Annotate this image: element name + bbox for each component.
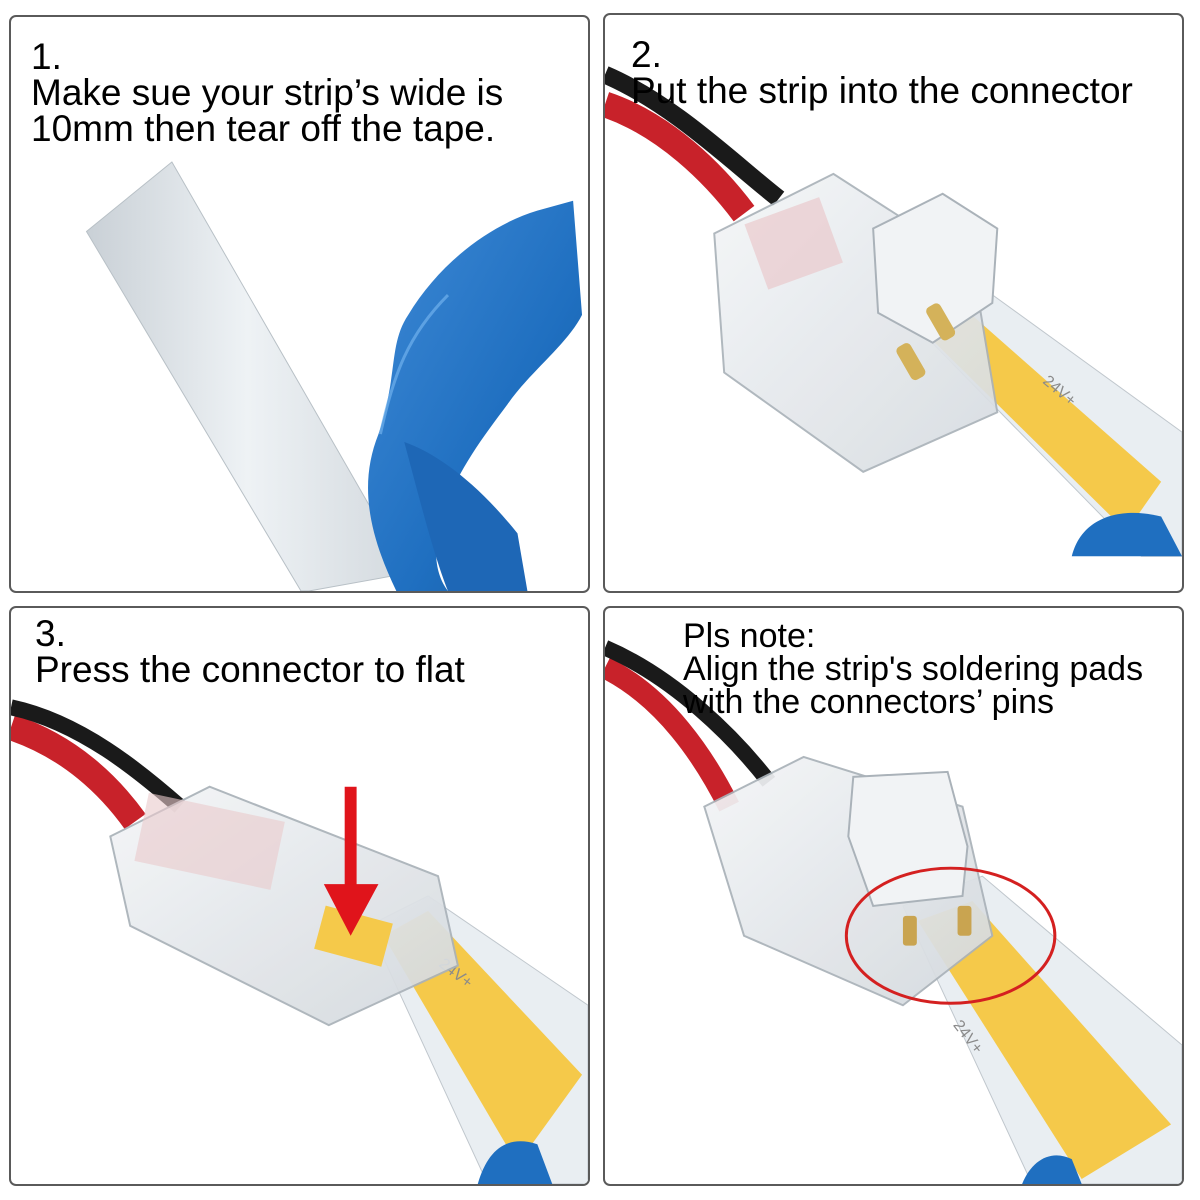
highlight-circle-icon — [844, 866, 1057, 1005]
note-caption: Pls note: Align the strip's soldering pa… — [683, 617, 1144, 721]
note-heading: Pls note: — [683, 617, 816, 655]
pad-alignment-illustration: 24V+ — [605, 640, 1182, 1184]
step-3-panel: 24V+ 3. Press the connector to flat — [9, 606, 590, 1186]
step-number: 3. — [35, 613, 66, 654]
strip-insert-illustration: 24V+ — [605, 66, 1182, 557]
instruction-line: 10mm then tear off the tape. — [31, 108, 496, 149]
instruction-line: Make sue your strip’s wide is — [31, 72, 504, 113]
step-3-caption: 3. Press the connector to flat — [35, 613, 465, 690]
step-1-panel: 1. Make sue your strip’s wide is 10mm th… — [9, 15, 590, 593]
down-arrow-icon — [323, 786, 379, 936]
instruction-line: Put the strip into the connector — [631, 70, 1133, 111]
step-2-caption: 2. Put the strip into the connector — [631, 34, 1133, 111]
press-connector-illustration: 24V+ — [11, 699, 588, 1184]
step-2-panel: 24V+ 2. Put the strip into the connector — [603, 13, 1184, 593]
instruction-line: Align the strip's soldering pads — [683, 650, 1144, 688]
instruction-line: with the connectors’ pins — [683, 683, 1055, 721]
step-number: 1. — [31, 36, 62, 77]
step-1-caption: 1. Make sue your strip’s wide is 10mm th… — [31, 36, 504, 149]
instruction-line: Press the connector to flat — [35, 649, 465, 690]
tape-peel-illustration — [85, 161, 583, 591]
step-number: 2. — [631, 34, 662, 75]
note-panel: 24V+ Pls note: Align the strip's solderi… — [603, 606, 1184, 1186]
